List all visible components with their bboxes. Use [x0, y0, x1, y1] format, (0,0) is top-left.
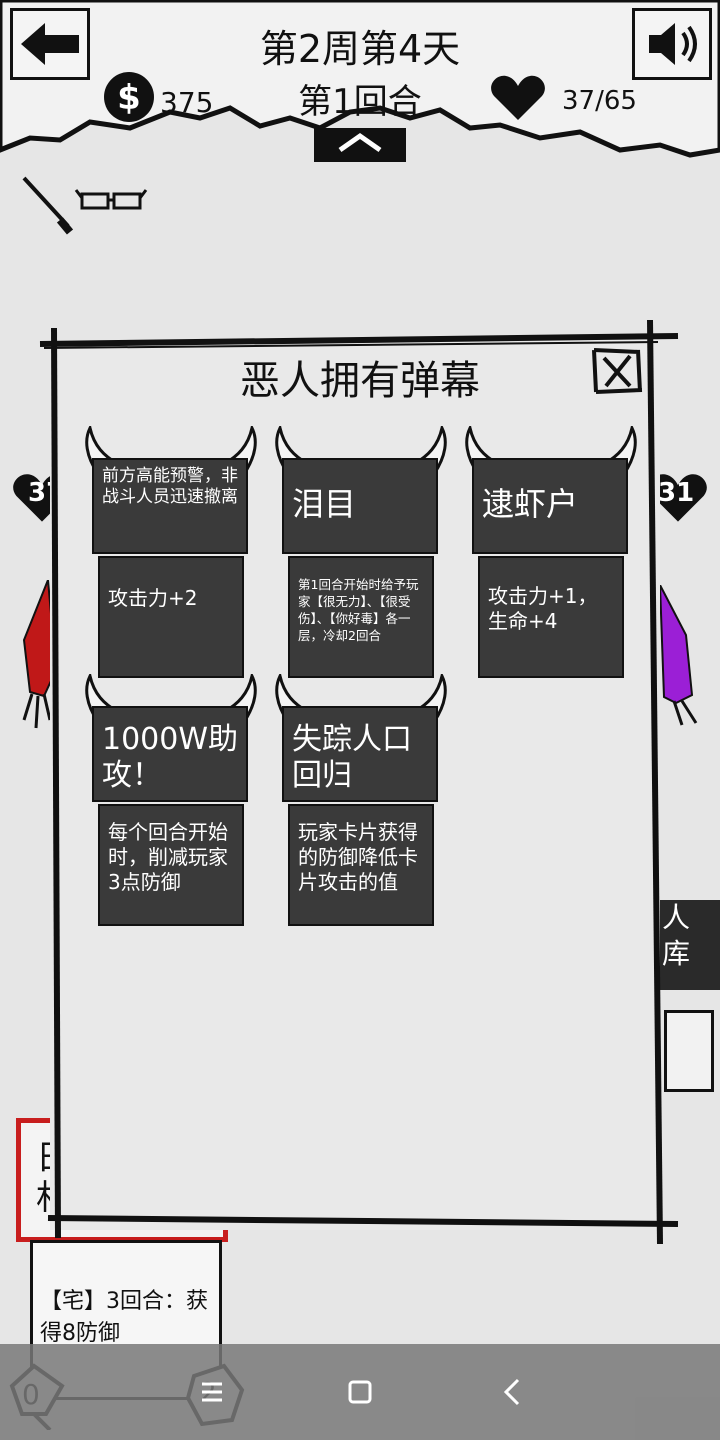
sound-toggle-button[interactable] — [632, 8, 712, 80]
back-button[interactable] — [10, 8, 90, 80]
menu-icon[interactable] — [190, 1370, 234, 1414]
card-name: 前方高能预警，非战斗人员迅速撤离 — [92, 458, 248, 554]
close-button[interactable] — [590, 346, 644, 396]
week-day-label: 第2周第4天 — [259, 27, 461, 71]
card-effect: 第1回合开始时给予玩家【很无力】、【很受伤】、【你好毒】各一层，冷却2回合 — [288, 556, 434, 678]
modal-sketch-border — [39, 319, 679, 1245]
enemy-right-arm — [659, 585, 698, 726]
card-effect: 攻击力+2 — [98, 556, 244, 678]
close-icon — [592, 348, 643, 394]
speaker-icon — [649, 23, 697, 65]
svg-text:$: $ — [117, 78, 141, 118]
round-label: 第1回合 — [298, 82, 422, 122]
heart-icon — [649, 474, 707, 522]
glasses-item-icon — [22, 176, 148, 235]
side-card-slot[interactable] — [664, 1010, 714, 1092]
system-navigation-bar — [0, 1344, 720, 1440]
player-hp: 37/65 — [562, 86, 637, 116]
modal-title: 恶人拥有弹幕 — [240, 358, 480, 404]
card-effect: 每个回合开始时，削减玩家3点防御 — [98, 804, 244, 926]
card-name: 失踪人口回归 — [282, 706, 438, 802]
card-name: 泪目 — [282, 458, 438, 554]
hud-torn-paper-background — [0, 0, 720, 158]
side-deck-label[interactable]: 人 库 — [658, 900, 720, 990]
chevron-up-icon[interactable] — [310, 118, 410, 162]
card-effect: 玩家卡片获得的防御降低卡片攻击的值 — [288, 804, 434, 926]
dollar-coin-icon: $ — [104, 72, 154, 122]
card-name: 逮虾户 — [472, 458, 628, 554]
home-square-icon[interactable] — [338, 1370, 382, 1414]
enemy-right-hp: 31 — [658, 478, 695, 508]
back-arrow-icon — [21, 23, 79, 65]
card-effect: 攻击力+1，生命+4 — [478, 556, 624, 678]
nav-back-icon[interactable] — [490, 1370, 534, 1414]
card-name: 1000W助攻！ — [92, 706, 248, 802]
enemy-right-hp-heart: 31 — [648, 470, 708, 526]
heart-icon — [491, 75, 545, 120]
coin-count: 375 — [160, 86, 214, 119]
hand-card-description: 【宅】3回合：获得8防御 — [40, 1289, 208, 1346]
